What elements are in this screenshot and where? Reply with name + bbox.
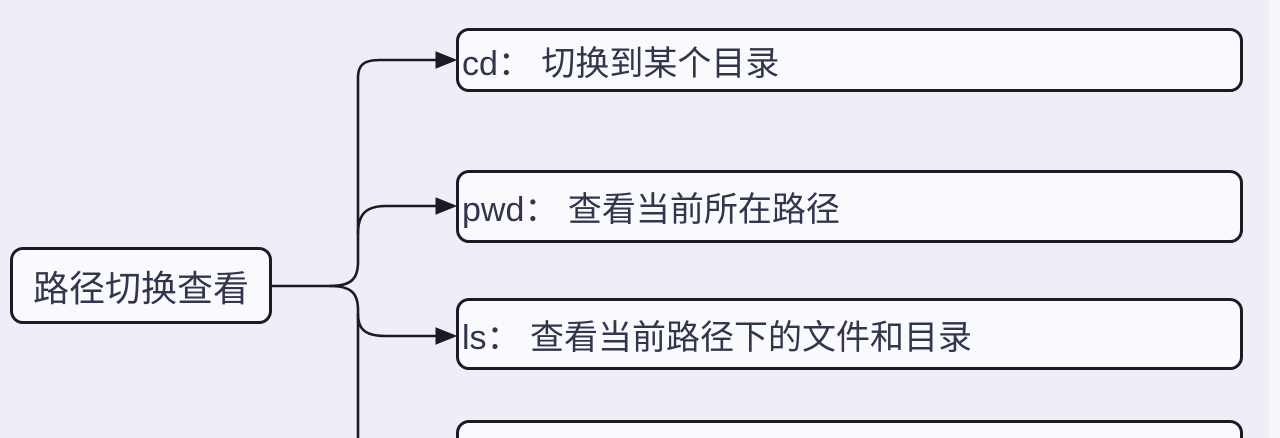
mindmap-node-clipped xyxy=(456,420,1243,438)
connector-branch-pwd xyxy=(356,204,438,236)
mindmap-node-ls: ls： 查看当前路径下的文件和目录 xyxy=(456,298,1243,370)
connector-branch-cd xyxy=(328,58,438,288)
arrowhead-icon xyxy=(435,197,458,215)
mindmap-node-cd: cd： 切换到某个目录 xyxy=(456,28,1243,92)
arrowhead-icon xyxy=(435,51,458,69)
arrowhead-icon xyxy=(435,327,458,345)
node-label: pwd： 查看当前所在路径 xyxy=(462,191,840,229)
root-node-label: 路径切换查看 xyxy=(32,267,249,309)
connector-trunk-down xyxy=(328,284,360,438)
mindmap-node-pwd: pwd： 查看当前所在路径 xyxy=(456,170,1243,243)
mindmap-root-node: 路径切换查看 xyxy=(10,247,272,324)
connector-branch-ls xyxy=(356,312,438,338)
node-label: ls： 查看当前路径下的文件和目录 xyxy=(462,318,972,357)
node-label: cd： 切换到某个目录 xyxy=(462,44,780,83)
